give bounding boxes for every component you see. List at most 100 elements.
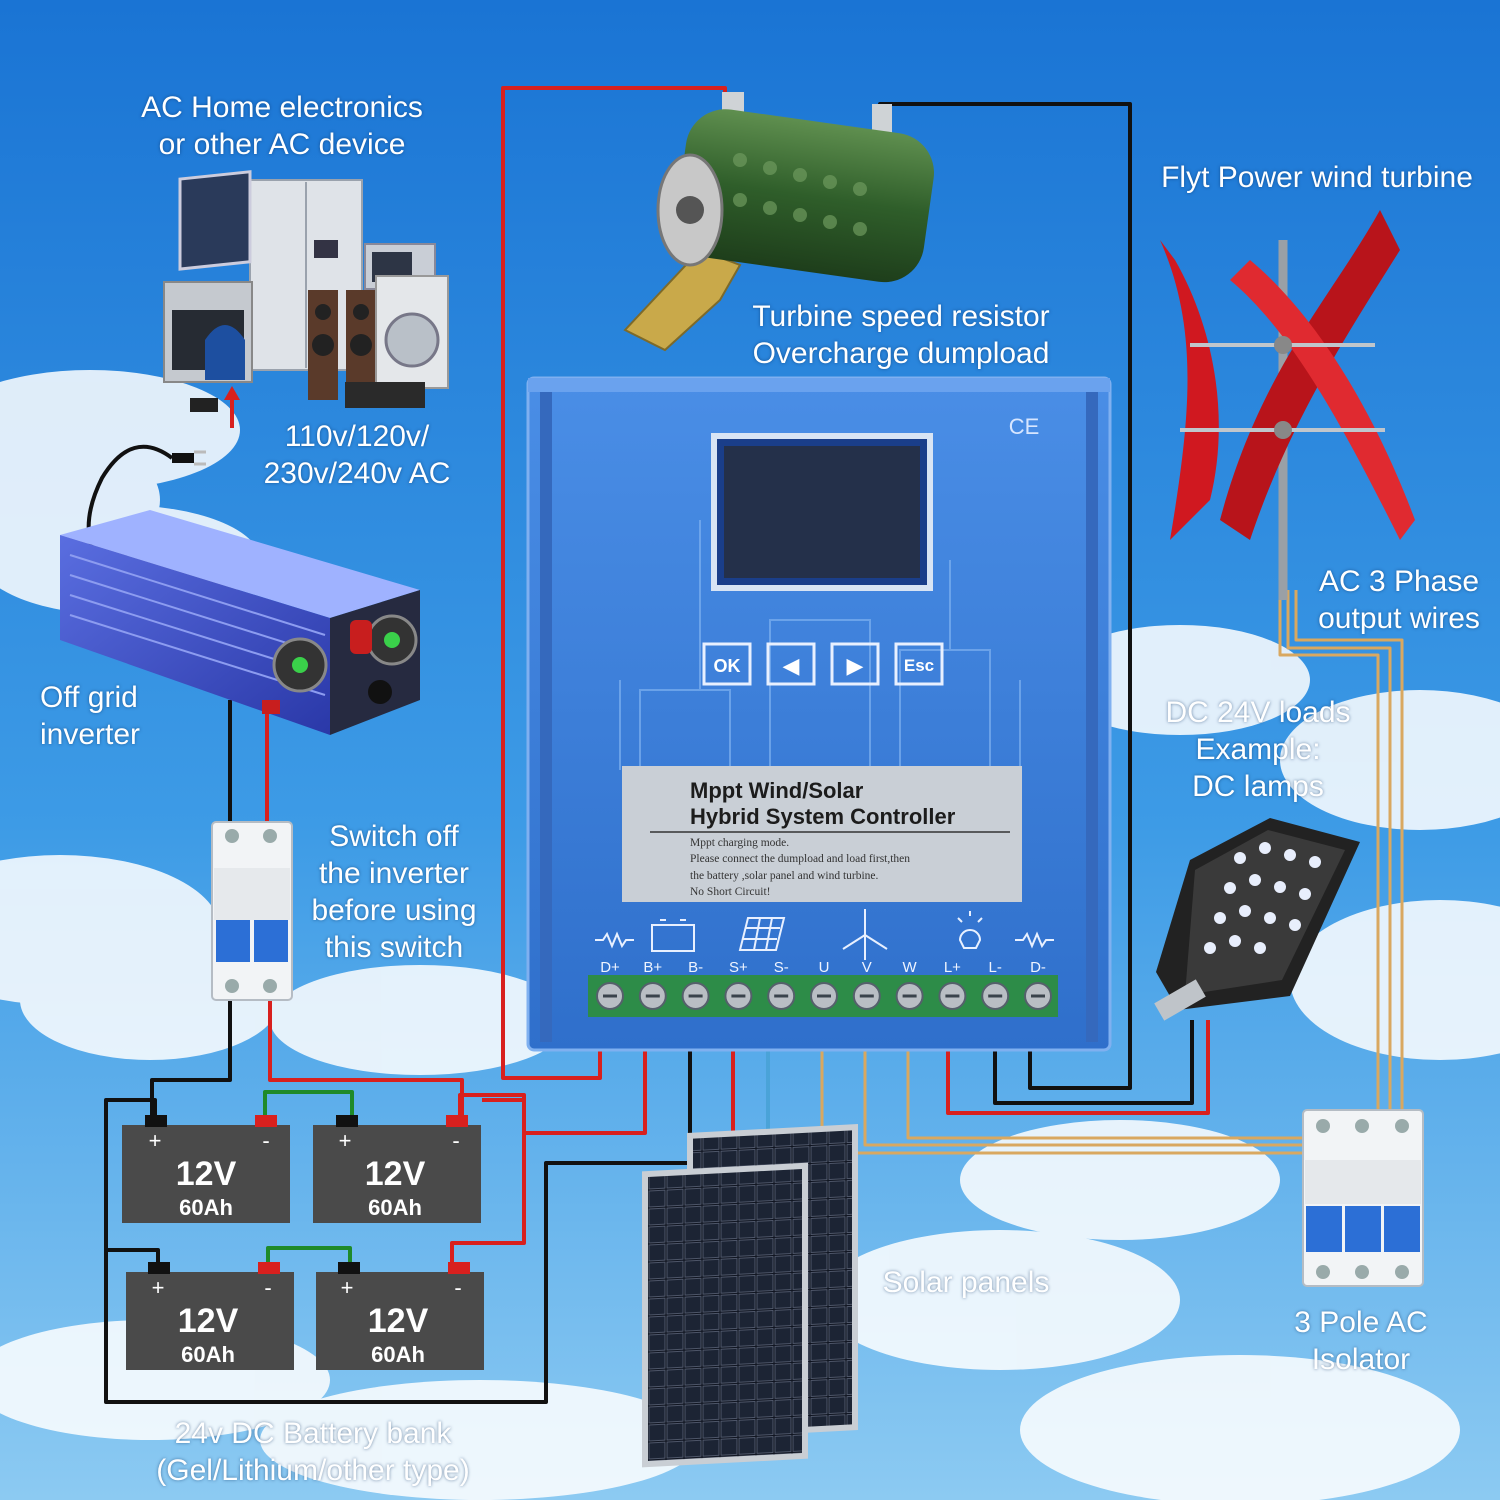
label-ac-3-phase: AC 3 Phase output wires <box>1300 563 1498 637</box>
label-dc-loads: DC 24V loads Example: DC lamps <box>1150 694 1366 805</box>
battery-4: + - 12V 60Ah <box>316 1262 484 1370</box>
wire-inverter-negative <box>150 700 232 1115</box>
label-switch-note: Switch off the inverter before using thi… <box>296 818 492 966</box>
battery-3-capacity: 60Ah <box>181 1342 235 1367</box>
label-ac-voltage-line1: 110v/120v/ <box>284 420 430 453</box>
button-left[interactable]: ◀ <box>766 642 816 686</box>
vacuum <box>205 325 245 380</box>
solar-panel-icon <box>738 917 786 951</box>
battery-icon <box>651 924 695 952</box>
control-buttons: OK ◀ ▶ Esc <box>702 642 944 686</box>
solar-panel-front <box>642 1162 808 1468</box>
terminal-label-0: D+ <box>600 959 620 976</box>
resistor-symbol-icon <box>595 931 634 949</box>
label-solar-line1: Solar panels <box>882 1266 1050 1299</box>
controller-label-plate <box>622 766 1022 902</box>
label-inverter-line2: inverter <box>40 718 141 751</box>
button-right[interactable]: ▶ <box>830 642 880 686</box>
button-esc[interactable]: Esc <box>894 642 944 686</box>
label-off-grid-inverter: Off grid inverter <box>40 679 180 753</box>
button-esc-label: Esc <box>904 656 934 675</box>
label-turbine-line1: Flyt Power wind turbine <box>1161 161 1473 194</box>
label-ac-home-line2: or other AC device <box>158 128 406 161</box>
label-battery-bank-line2: (Gel/Lithium/other type) <box>156 1454 470 1487</box>
battery-3-minus: - <box>264 1275 271 1300</box>
wire-battery-negative <box>104 1048 692 1404</box>
hybrid-controller: CE OK ◀ ▶ Esc <box>526 376 1112 1052</box>
wind-turbine-image <box>1160 210 1415 600</box>
battery-3-voltage: 12V <box>178 1302 239 1340</box>
wire-dumpload-positive <box>501 86 727 1080</box>
label-battery-bank-line1: 24v DC Battery bank <box>174 1417 452 1450</box>
terminal-label-10: D- <box>1030 959 1046 976</box>
wire-load-negative <box>993 1020 1194 1105</box>
terminal-screws <box>596 982 1052 1010</box>
label-ac-wires-line1: AC 3 Phase <box>1318 565 1480 598</box>
controller-note-4: No Short Circuit! <box>690 886 771 898</box>
lamp-icon <box>957 911 983 949</box>
dumpload-resistor-image <box>623 92 934 352</box>
battery-4-voltage: 12V <box>368 1302 429 1340</box>
wind-turbine-icon <box>842 909 888 960</box>
terminal-label-8: L+ <box>944 959 961 976</box>
label-switch-line4: this switch <box>324 931 464 964</box>
turbine-blade-1 <box>1160 240 1219 540</box>
ce-mark: CE <box>1009 414 1040 439</box>
wire-parallel-positive <box>450 1098 526 1262</box>
clouds <box>0 370 1500 1500</box>
label-switch-line1: Switch off <box>329 820 459 853</box>
battery-1-capacity: 60Ah <box>179 1195 233 1220</box>
label-solar-panels: Solar panels <box>866 1264 1066 1301</box>
label-switch-line2: the inverter <box>318 857 470 890</box>
solar-panels-image <box>642 1124 858 1468</box>
battery-4-plus: + <box>341 1275 354 1300</box>
battery-2: + - 12V 60Ah <box>313 1115 481 1223</box>
label-ac-wires-line2: output wires <box>1318 602 1480 635</box>
battery-2-voltage: 12V <box>365 1155 426 1193</box>
label-inverter-line1: Off grid <box>40 681 138 714</box>
button-right-label: ▶ <box>847 654 864 679</box>
terminal-label-9: L- <box>989 959 1002 976</box>
terminal-label-4: S- <box>774 959 789 976</box>
terminal-icons <box>595 909 1054 960</box>
battery-1: + - 12V 60Ah <box>122 1115 290 1223</box>
city-outline-decoration <box>619 520 1021 771</box>
label-ac-home-line1: AC Home electronics <box>141 91 423 124</box>
wire-parallel-negative <box>108 1248 160 1262</box>
label-dc-loads-line1: DC 24V loads <box>1165 696 1351 729</box>
off-grid-inverter-image <box>60 510 420 735</box>
battery-1-plus: + <box>149 1128 162 1153</box>
ac-isolator-3-pole-image <box>1302 1109 1424 1287</box>
ac-appliances-image <box>86 170 449 549</box>
battery-bank: + - 12V 60Ah + - 12V 60Ah + - 12V 60Ah +… <box>122 1115 484 1370</box>
controller-note-3: the battery ,solar panel and wind turbin… <box>690 870 879 882</box>
wire-turbine-down <box>1278 590 1404 1110</box>
monitor <box>178 170 252 271</box>
terminal-label-5: U <box>819 959 830 976</box>
label-switch-line3: before using <box>311 894 477 927</box>
battery-2-capacity: 60Ah <box>368 1195 422 1220</box>
wire-phase-w <box>906 1048 1305 1140</box>
label-ac-voltage: 110v/120v/ 230v/240v AC <box>246 418 468 492</box>
label-resistor-line2: Overcharge dumpload <box>752 337 1050 370</box>
label-resistor-line1: Turbine speed resistor <box>752 300 1050 333</box>
terminal-label-6: V <box>862 959 872 976</box>
controller-title-line2: Hybrid System Controller <box>690 804 956 829</box>
battery-4-capacity: 60Ah <box>371 1342 425 1367</box>
button-ok[interactable]: OK <box>702 642 752 686</box>
label-isolator-line1: 3 Pole AC <box>1294 1306 1428 1339</box>
controller-note-2: Please connect the dumpload and load fir… <box>690 853 910 865</box>
wire-series-link-top <box>263 1090 354 1115</box>
label-battery-bank: 24v DC Battery bank (Gel/Lithium/other t… <box>128 1415 498 1489</box>
battery-4-minus: - <box>454 1275 461 1300</box>
battery-3-plus: + <box>152 1275 165 1300</box>
battery-3: + - 12V 60Ah <box>126 1262 294 1370</box>
label-dc-loads-line3: DC lamps <box>1192 770 1324 803</box>
battery-2-minus: - <box>452 1128 459 1153</box>
label-dc-loads-line2: Example: <box>1195 733 1321 766</box>
wire-inverter-positive <box>265 700 464 1115</box>
terminal-label-3: S+ <box>729 959 748 976</box>
stereo <box>345 382 425 408</box>
